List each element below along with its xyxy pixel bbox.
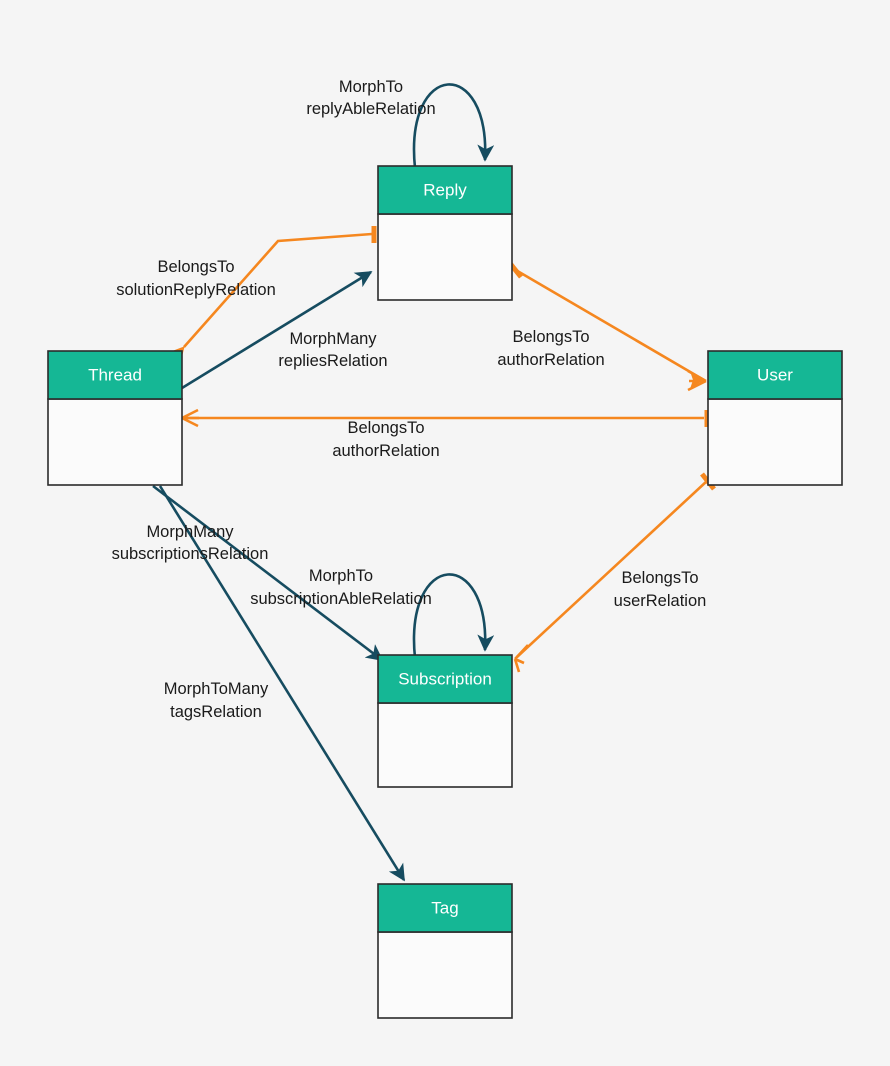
edge-label-line2: replyAbleRelation [306,100,435,118]
entity-user-name: User [757,365,793,384]
edge-label-line2: repliesRelation [278,352,387,370]
entity-reply-body [377,213,513,301]
edge-thread-tags [158,485,406,882]
edge-label-thread-author: BelongsTo authorRelation [332,419,439,460]
edge-label-thread-tags: MorphToMany tagsRelation [164,680,269,721]
edge-label-thread-subscriptions: MorphMany subscriptionsRelation [112,523,269,563]
entity-tag[interactable]: Tag [377,883,513,1019]
edge-label-thread-solutionreply: BelongsTo solutionReplyRelation [116,258,276,299]
edge-label-line1: MorphTo [339,78,403,96]
edge-subscription-replyable-loop [412,573,495,659]
entity-reply-name: Reply [423,180,467,199]
entity-user[interactable]: User [707,350,843,486]
entity-tag-name: Tag [431,898,458,917]
edge-label-line2: userRelation [614,592,707,610]
entity-thread-body [47,398,183,486]
entity-thread-header [47,350,183,400]
entity-user-header [707,350,843,400]
entity-user-body [707,398,843,486]
edge-label-line2: authorRelation [332,442,439,460]
entity-subscription-header [377,654,513,704]
edge-label-reply-replyable: MorphTo replyAbleRelation [306,78,435,118]
edge-reply-author [507,260,707,392]
edge-label-line2: subscriptionsRelation [112,545,269,563]
entity-reply[interactable]: Reply [377,165,513,301]
entity-subscription-body [377,702,513,788]
edge-label-line1: MorphTo [309,567,373,585]
entity-tag-body [377,931,513,1019]
edge-label-subscription-subscriptionable: MorphTo subscriptionAbleRelation [250,567,432,608]
edge-label-line1: MorphMany [289,330,377,348]
edge-label-line2: solutionReplyRelation [116,281,276,299]
edge-subscription-subscriptionable-link [152,484,384,662]
edge-label-line1: BelongsTo [512,328,589,346]
edge-label-line2: authorRelation [497,351,604,369]
entity-tag-header [377,883,513,933]
edge-label-line1: MorphMany [146,523,234,541]
edge-thread-solutionreply [161,226,377,371]
entity-subscription[interactable]: Subscription [377,654,513,788]
entity-thread-name: Thread [88,365,142,384]
edge-label-line1: BelongsTo [347,419,424,437]
edge-label-line1: BelongsTo [621,569,698,587]
edge-label-line1: MorphToMany [164,680,269,698]
edge-label-thread-replies: MorphMany repliesRelation [278,330,387,370]
edge-thread-replies [181,270,373,390]
edge-label-subscription-user: BelongsTo userRelation [614,569,707,610]
entity-thread[interactable]: Thread [47,350,183,486]
edge-label-line2: tagsRelation [170,703,262,721]
edge-thread-author [181,408,710,428]
edge-reply-replyable [412,83,495,169]
edge-label-line2: subscriptionAbleRelation [250,590,432,608]
edge-label-line1: BelongsTo [157,258,234,276]
entity-subscription-name: Subscription [398,669,492,688]
edge-label-reply-author: BelongsTo authorRelation [497,328,604,369]
entity-reply-header [377,165,513,215]
